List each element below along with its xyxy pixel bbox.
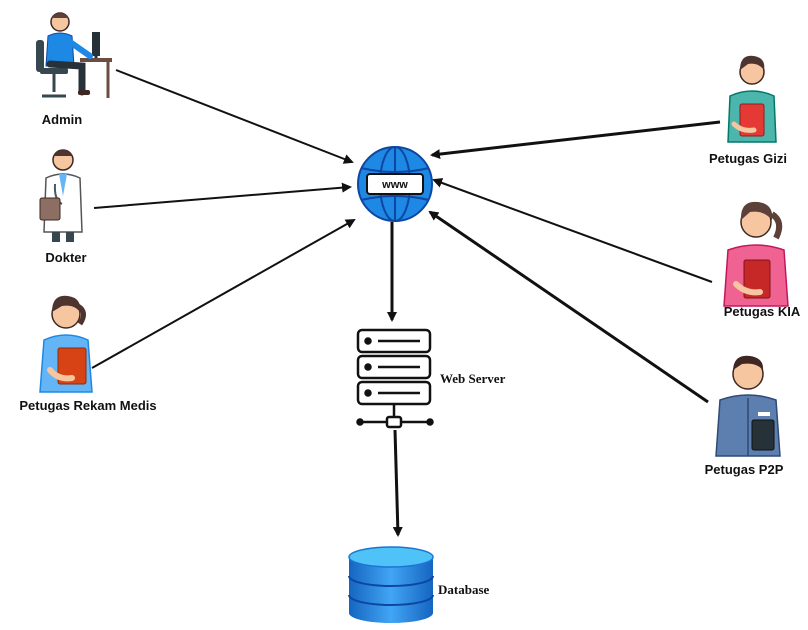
disease-control-officer-icon [715,355,781,457]
arrow-p2p-to-web [428,210,709,404]
database-cylinder-icon [348,546,434,623]
doctor-person-icon [39,149,83,242]
arrow-kia-to-web [432,178,713,283]
kia-label: Petugas KIA [724,304,801,319]
dokter-label: Dokter [45,250,86,265]
gizi-label: Petugas Gizi [709,151,787,166]
admin-person-icon [36,12,112,98]
connections [91,69,721,537]
arrow-dokter-to-web [93,182,352,209]
rekam-medis-label: Petugas Rekam Medis [19,398,156,413]
arrow-admin-to-web [115,69,354,164]
p2p-label: Petugas P2P [705,462,784,477]
nutrition-officer-icon [727,55,777,143]
web-server-label: Web Server [440,371,506,386]
arrow-rekam-medis-to-web [91,219,356,369]
globe-text: www [381,179,408,191]
admin-label: Admin [42,112,83,127]
www-globe-icon: www [357,146,433,222]
maternal-child-health-officer-icon [723,201,789,307]
database-label: Database [438,582,490,597]
server-rack-icon [356,328,434,429]
arrow-gizi-to-web [430,120,721,160]
medical-records-officer-icon [39,295,93,393]
arrow-server-to-database [392,429,403,537]
